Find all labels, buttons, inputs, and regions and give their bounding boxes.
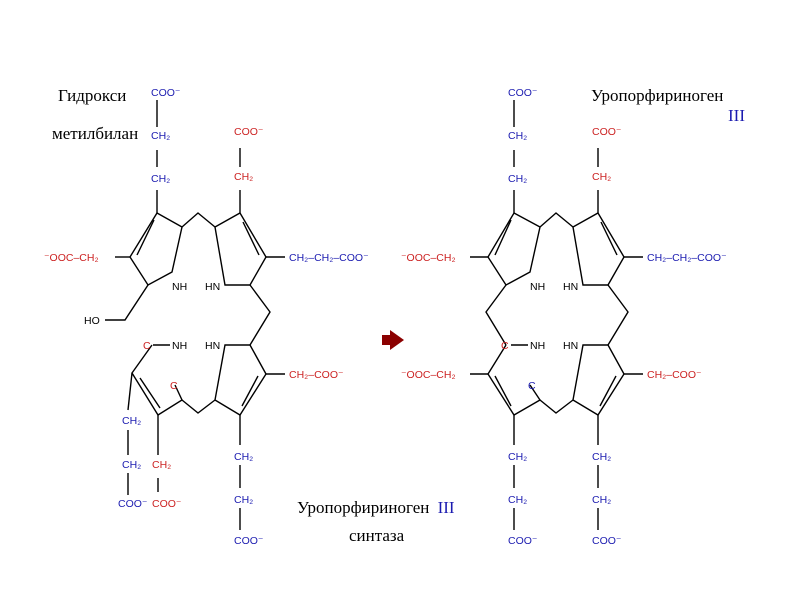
ring-a: [129, 190, 183, 286]
ring-d: [487, 344, 541, 445]
ch2-label: CH₂: [508, 130, 527, 142]
hydroxymethylbilane-structure: COO⁻ CH₂ CH₂ CH₂–CH₂–COO⁻ CH₂ CH₂ COO⁻ C…: [44, 86, 369, 547]
ch2-label: CH₂: [508, 173, 527, 185]
ring-c: [572, 344, 625, 445]
c-label: C: [143, 340, 151, 352]
ch2-label: CH₂: [234, 451, 253, 463]
hn-label: HN: [563, 281, 578, 293]
ch2-label: CH₂: [508, 494, 527, 506]
ch2-label: CH₂: [151, 130, 170, 142]
coo-label: COO⁻: [592, 126, 622, 138]
uroporphyrinogen-iii-structure: COO⁻ CH₂ CH₂ CH₂–CH₂–COO⁻ CH₂ CH₂ COO⁻ C…: [401, 86, 745, 547]
ch2-label: CH₂: [592, 451, 611, 463]
left-title-line2: метилбилан: [52, 124, 138, 143]
ch2-label: CH₂: [122, 459, 141, 471]
ooc-ch2-label: ⁻OOC–CH₂: [401, 369, 456, 381]
enzyme-name-text: Уропорфириноген: [297, 498, 429, 517]
coo-label: COO⁻: [592, 535, 622, 547]
left-title-line1: Гидрокси: [58, 86, 126, 105]
ring-d: [127, 344, 183, 455]
ch2-label: CH₂: [508, 451, 527, 463]
ooc-ch2-label: ⁻OOC–CH₂: [401, 252, 456, 264]
ooc-ch2-label: ⁻OOC–CH₂: [44, 252, 99, 264]
ring-b: [572, 190, 625, 286]
enzyme-line2: синтаза: [349, 526, 405, 545]
ch2-coo-label: CH₂–COO⁻: [647, 369, 702, 381]
right-arrow-icon: [382, 330, 404, 350]
hn-label: HN: [563, 340, 578, 352]
right-title-line2: III: [728, 106, 745, 125]
ch2-label: CH₂: [592, 494, 611, 506]
nh-label: NH: [530, 281, 545, 293]
ch2-label: CH₂: [122, 415, 141, 427]
ch2-label: CH₂: [234, 171, 253, 183]
right-title-line1: Уропорфириноген: [591, 86, 723, 105]
ring-b: [214, 190, 267, 286]
enzyme-numeral: III: [438, 498, 455, 517]
ch2-label: CH₂: [234, 494, 253, 506]
hn-label: HN: [205, 340, 220, 352]
ch2-ch2-coo-label: CH₂–CH₂–COO⁻: [289, 252, 369, 264]
enzyme-name: Уропорфириноген III: [297, 498, 455, 517]
nh-label: NH: [530, 340, 545, 352]
c-label: C: [501, 340, 509, 352]
ch2-label: CH₂: [151, 173, 170, 185]
coo-label: COO⁻: [508, 535, 538, 547]
enzyme-caption: Уропорфириноген III синтаза: [297, 498, 455, 545]
coo-label: COO⁻: [508, 87, 538, 99]
nh-label: NH: [172, 281, 187, 293]
ch2-label: CH₂: [592, 171, 611, 183]
coo-label: COO⁻: [151, 87, 181, 99]
nh-label: NH: [172, 340, 187, 352]
c-label: C: [170, 380, 178, 392]
coo-label: COO⁻: [118, 498, 148, 510]
hn-label: HN: [205, 281, 220, 293]
coo-label: COO⁻: [152, 498, 182, 510]
ring-a: [487, 190, 541, 286]
ch2-label: CH₂: [152, 459, 171, 471]
ho-label: HO: [84, 315, 100, 327]
c-label: C: [528, 380, 536, 392]
coo-label: COO⁻: [234, 535, 264, 547]
ring-c: [214, 344, 267, 445]
coo-label: COO⁻: [234, 126, 264, 138]
ch2-ch2-coo-label: CH₂–CH₂–COO⁻: [647, 252, 727, 264]
ch2-coo-label: CH₂–COO⁻: [289, 369, 344, 381]
